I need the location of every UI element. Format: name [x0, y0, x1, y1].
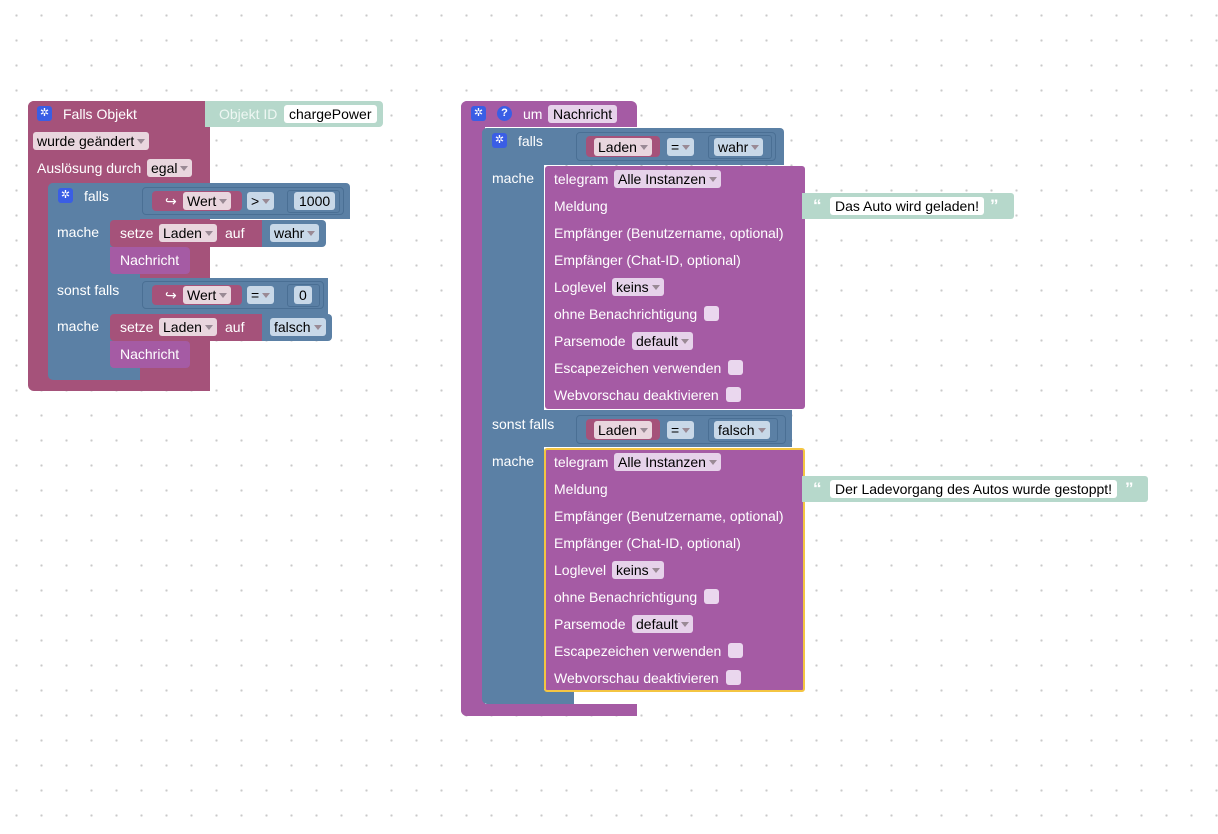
quote-close-icon: ”	[990, 196, 999, 215]
number-field-0[interactable]: 0	[294, 286, 312, 304]
message-label-2: Meldung	[554, 481, 608, 497]
call-block-nachricht-1[interactable]	[110, 247, 190, 274]
help-icon[interactable]: ?	[497, 106, 512, 121]
bool-dropdown-wahr-right[interactable]: wahr	[714, 138, 764, 156]
if-block-right-bottom	[482, 690, 574, 704]
do-label-right-1: mache	[492, 170, 535, 186]
parsemode-dropdown-1[interactable]: default	[632, 332, 694, 350]
event-title: Falls Objekt	[63, 106, 137, 122]
call-label-2: Nachricht	[120, 346, 180, 362]
do-label-2: mache	[57, 318, 100, 334]
set-label-1: setze	[120, 225, 154, 241]
trigger-dropdown[interactable]: egal	[147, 159, 193, 177]
elseif-label: sonst falls	[57, 282, 120, 298]
recipient-user-label-1: Empfänger (Benutzername, optional)	[554, 225, 784, 241]
bool-dropdown-wahr-1[interactable]: wahr	[270, 224, 320, 242]
number-field-1000[interactable]: 1000	[294, 192, 336, 210]
object-id-field[interactable]: chargePower	[284, 105, 377, 123]
telegram-label-1: telegram	[554, 171, 609, 187]
parsemode-label-1: Parsemode	[554, 333, 626, 349]
parsemode-label-2: Parsemode	[554, 616, 626, 632]
to-label-1: auf	[225, 225, 245, 241]
webpreview-label-2: Webvorschau deaktivieren	[554, 670, 719, 686]
bool-dropdown-falsch-right[interactable]: falsch	[714, 421, 770, 439]
loglevel-dropdown-2[interactable]: keins	[612, 561, 664, 579]
quote-open-icon: “	[813, 479, 822, 498]
trigger-label: Auslösung durch	[37, 160, 142, 176]
recipient-chat-label-1: Empfänger (Chat-ID, optional)	[554, 252, 741, 268]
instance-dropdown-1[interactable]: Alle Instanzen	[614, 170, 721, 188]
call-label-1: Nachricht	[120, 252, 180, 268]
gear-icon[interactable]: ✲	[58, 188, 73, 203]
var-dropdown-wert-2[interactable]: Wert	[183, 286, 232, 304]
if-label: falls	[84, 188, 109, 204]
telegram-block-1[interactable]	[545, 166, 805, 409]
set-var-dropdown-1[interactable]: Laden	[159, 224, 217, 242]
set-label-2: setze	[120, 319, 154, 335]
variable-arrow-icon: ↪	[165, 193, 177, 209]
silent-label-1: ohne Benachrichtigung	[554, 306, 698, 322]
quote-close-icon: ”	[1125, 479, 1134, 498]
op-dropdown-2[interactable]: =	[247, 286, 275, 304]
bool-dropdown-falsch-2[interactable]: falsch	[270, 318, 326, 336]
set-var-dropdown-2[interactable]: Laden	[159, 318, 217, 336]
webpreview-checkbox-2[interactable]	[726, 670, 741, 685]
do-label-1: mache	[57, 224, 100, 240]
gear-icon[interactable]: ✲	[492, 133, 507, 148]
telegram-block-2[interactable]	[544, 448, 805, 692]
to-label-2: auf	[225, 319, 245, 335]
var-dropdown-laden-2[interactable]: Laden	[594, 421, 652, 439]
var-dropdown-laden-1[interactable]: Laden	[594, 138, 652, 156]
recipient-chat-label-2: Empfänger (Chat-ID, optional)	[554, 535, 741, 551]
escape-checkbox-1[interactable]	[728, 360, 743, 375]
webpreview-checkbox-1[interactable]	[726, 387, 741, 402]
escape-checkbox-2[interactable]	[728, 643, 743, 658]
op-dropdown-right-1[interactable]: =	[667, 138, 695, 156]
gear-icon[interactable]: ✲	[37, 106, 52, 121]
changed-dropdown[interactable]: wurde geändert	[33, 132, 150, 150]
loglevel-dropdown-1[interactable]: keins	[612, 278, 664, 296]
op-dropdown-1[interactable]: >	[247, 192, 275, 210]
elseif-label-right: sonst falls	[492, 416, 555, 432]
telegram-label-2: telegram	[554, 454, 609, 470]
var-dropdown-wert-1[interactable]: Wert	[183, 192, 232, 210]
silent-label-2: ohne Benachrichtigung	[554, 589, 698, 605]
if-label-right: falls	[518, 133, 543, 149]
do-label-right-2: mache	[492, 453, 535, 469]
silent-checkbox-1[interactable]	[704, 306, 719, 321]
function-name-field[interactable]: Nachricht	[548, 105, 618, 123]
op-dropdown-right-2[interactable]: =	[667, 421, 695, 439]
if-block-left-bottom	[48, 366, 140, 380]
message-field-2[interactable]: Der Ladevorgang des Autos wurde gestoppt…	[830, 480, 1118, 498]
call-block-nachricht-2[interactable]	[110, 341, 190, 368]
function-block-nachricht[interactable]	[461, 101, 485, 716]
escape-label-2: Escapezeichen verwenden	[554, 643, 722, 659]
loglevel-label-1: Loglevel	[554, 279, 607, 295]
object-id-label: Objekt ID	[219, 106, 278, 122]
message-field-1[interactable]: Das Auto wird geladen!	[830, 197, 984, 215]
webpreview-label-1: Webvorschau deaktivieren	[554, 387, 719, 403]
gear-icon[interactable]: ✲	[471, 106, 486, 121]
function-footer	[461, 704, 637, 716]
silent-checkbox-2[interactable]	[704, 589, 719, 604]
escape-label-1: Escapezeichen verwenden	[554, 360, 722, 376]
variable-arrow-icon: ↪	[165, 287, 177, 303]
recipient-user-label-2: Empfänger (Benutzername, optional)	[554, 508, 784, 524]
message-label-1: Meldung	[554, 198, 608, 214]
parsemode-dropdown-2[interactable]: default	[632, 615, 694, 633]
instance-dropdown-2[interactable]: Alle Instanzen	[614, 453, 721, 471]
quote-open-icon: “	[813, 196, 822, 215]
loglevel-label-2: Loglevel	[554, 562, 607, 578]
function-um-label: um	[523, 106, 543, 122]
